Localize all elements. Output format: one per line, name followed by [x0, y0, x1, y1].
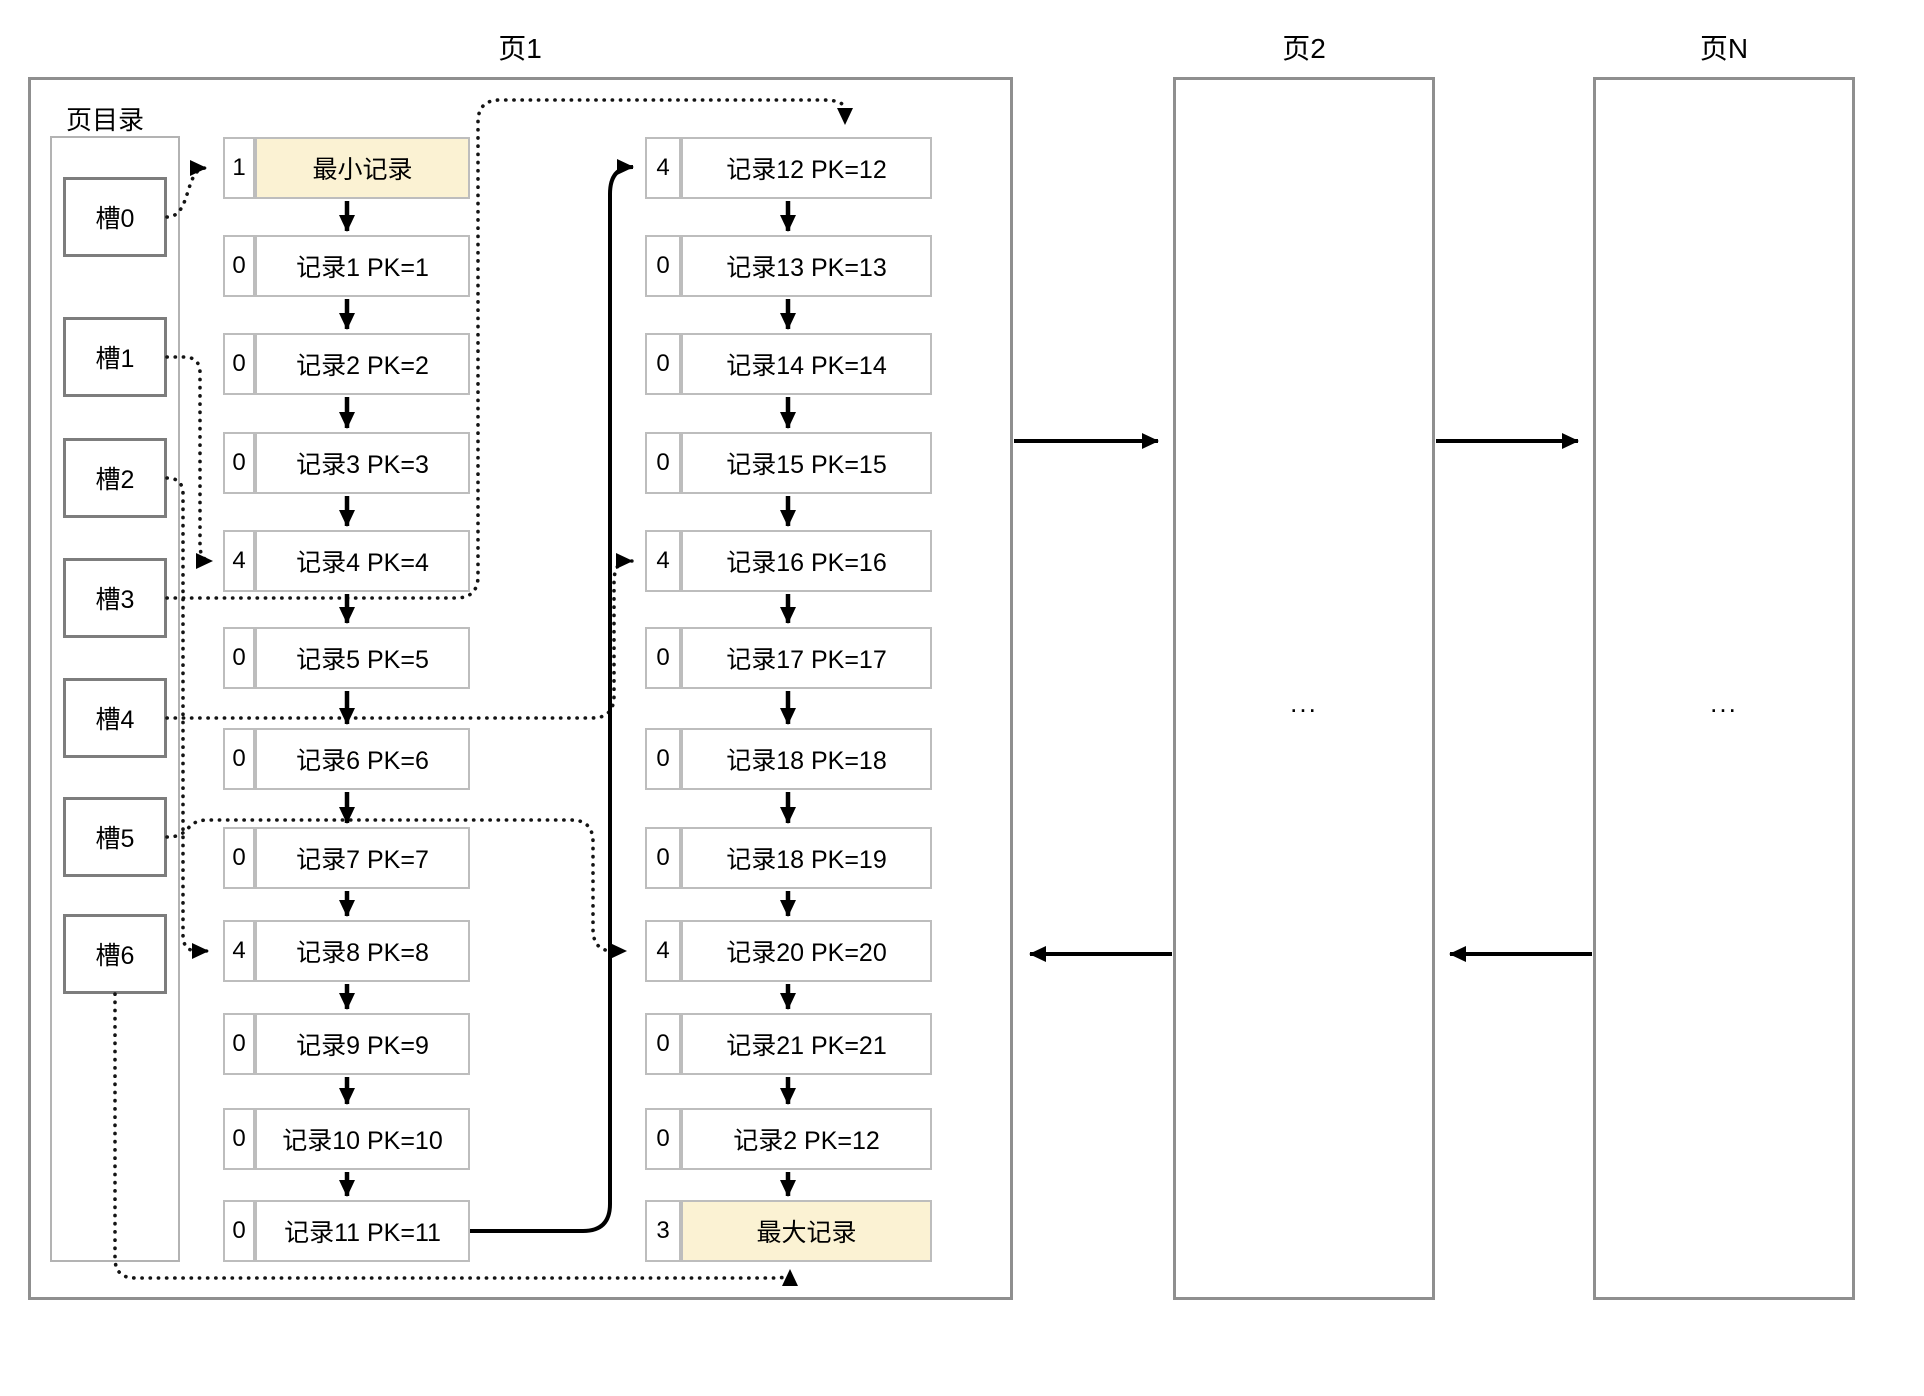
record-cell: 记录21 PK=21	[681, 1013, 932, 1075]
n-owned-cell: 1	[223, 137, 255, 199]
n-owned-cell: 0	[223, 1013, 255, 1075]
n-owned-cell: 0	[223, 627, 255, 689]
n-owned-cell: 0	[223, 333, 255, 395]
n-owned-cell: 0	[223, 235, 255, 297]
slot-box-4: 槽4	[63, 678, 167, 758]
record-cell: 记录3 PK=3	[255, 432, 470, 494]
record-cell: 记录9 PK=9	[255, 1013, 470, 1075]
record-cell: 记录6 PK=6	[255, 728, 470, 790]
n-owned-cell: 0	[645, 333, 681, 395]
n-owned-cell: 0	[645, 235, 681, 297]
record-cell: 记录2 PK=12	[681, 1108, 932, 1170]
n-owned-cell: 4	[645, 137, 681, 199]
record-cell-highlight: 最大记录	[681, 1200, 932, 1262]
record-cell: 记录4 PK=4	[255, 530, 470, 592]
record-cell: 记录16 PK=16	[681, 530, 932, 592]
record-cell: 记录15 PK=15	[681, 432, 932, 494]
n-owned-cell: 4	[645, 920, 681, 982]
n-owned-cell: 4	[223, 920, 255, 982]
record-cell: 记录10 PK=10	[255, 1108, 470, 1170]
record-cell: 记录1 PK=1	[255, 235, 470, 297]
record-cell: 记录14 PK=14	[681, 333, 932, 395]
record-cell: 记录8 PK=8	[255, 920, 470, 982]
slot-box-2: 槽2	[63, 438, 167, 518]
record-cell: 记录18 PK=18	[681, 728, 932, 790]
n-owned-cell: 0	[645, 728, 681, 790]
n-owned-cell: 0	[645, 1108, 681, 1170]
n-owned-cell: 0	[645, 627, 681, 689]
n-owned-cell: 0	[645, 1013, 681, 1075]
n-owned-cell: 0	[645, 432, 681, 494]
pageN-box	[1593, 77, 1855, 1300]
slot-box-3: 槽3	[63, 558, 167, 638]
pageN-title: 页N	[1699, 33, 1749, 64]
page2-ellipsis: ...	[1290, 688, 1318, 718]
pageN-ellipsis: ...	[1710, 688, 1738, 718]
page2-box	[1173, 77, 1435, 1300]
record-cell: 记录12 PK=12	[681, 137, 932, 199]
n-owned-cell: 0	[223, 827, 255, 889]
n-owned-cell: 0	[223, 1200, 255, 1262]
record-cell: 记录13 PK=13	[681, 235, 932, 297]
record-cell-highlight: 最小记录	[255, 137, 470, 199]
page2-title: 页2	[1282, 33, 1326, 64]
record-cell: 记录11 PK=11	[255, 1200, 470, 1262]
record-cell: 记录18 PK=19	[681, 827, 932, 889]
n-owned-cell: 4	[223, 530, 255, 592]
n-owned-cell: 3	[645, 1200, 681, 1262]
slot-box-0: 槽0	[63, 177, 167, 257]
slot-box-5: 槽5	[63, 797, 167, 877]
n-owned-cell: 4	[645, 530, 681, 592]
n-owned-cell: 0	[223, 432, 255, 494]
record-cell: 记录5 PK=5	[255, 627, 470, 689]
record-cell: 记录20 PK=20	[681, 920, 932, 982]
record-cell: 记录17 PK=17	[681, 627, 932, 689]
page-directory-label: 页目录	[66, 105, 145, 135]
page1-title: 页1	[498, 33, 542, 64]
n-owned-cell: 0	[223, 1108, 255, 1170]
n-owned-cell: 0	[223, 728, 255, 790]
slot-box-1: 槽1	[63, 317, 167, 397]
record-cell: 记录7 PK=7	[255, 827, 470, 889]
record-cell: 记录2 PK=2	[255, 333, 470, 395]
n-owned-cell: 0	[645, 827, 681, 889]
slot-box-6: 槽6	[63, 914, 167, 994]
